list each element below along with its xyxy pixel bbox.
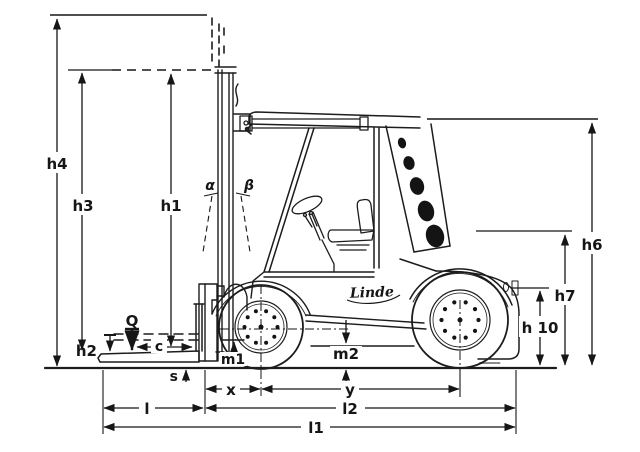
dimension-lines [52,18,597,432]
steering-wheel [291,195,335,273]
dimension-labels: h4 h3 h1 h6 h7 h 10 h2 Q c s m1 m2 x y l… [46,155,602,437]
dim-label-h3: h3 [72,197,93,215]
dim-label-h7: h7 [554,287,575,305]
operator-seat [327,198,375,251]
counterweight [399,258,520,364]
brand-logo: Linde [346,284,401,305]
fork [97,303,205,363]
dim-label-l1: l1 [308,419,324,437]
dim-label-l2: l2 [342,400,358,418]
reference-lines [50,14,598,434]
overhead-guard [244,111,421,273]
dim-label-m1: m1 [221,352,245,368]
dim-label-s: s [170,369,178,385]
dim-label-h4: h4 [46,155,67,173]
tilt-cylinder [239,115,369,132]
brand-logo-text: Linde [349,284,395,302]
dim-label-y: y [345,381,355,399]
dim-label-beta: β [243,178,254,194]
dim-label-alpha: α [205,178,215,194]
dim-label-h2: h2 [76,342,97,360]
dim-label-x: x [226,381,236,399]
dim-label-h10: h 10 [522,319,559,337]
dim-label-q: Q [126,312,139,330]
counterweight-tower [385,123,451,253]
raised-mast-dashed-outline [211,17,225,67]
label-backgrounds [44,152,608,435]
dim-label-m2: m2 [333,345,359,363]
brand-logo-underline [346,294,401,305]
body [211,271,427,353]
dim-label-h6: h6 [581,236,602,254]
dim-label-h1: h1 [160,197,181,215]
fork-carriage [198,283,248,362]
dim-label-c: c [155,339,163,355]
dim-label-l: l [144,400,149,418]
